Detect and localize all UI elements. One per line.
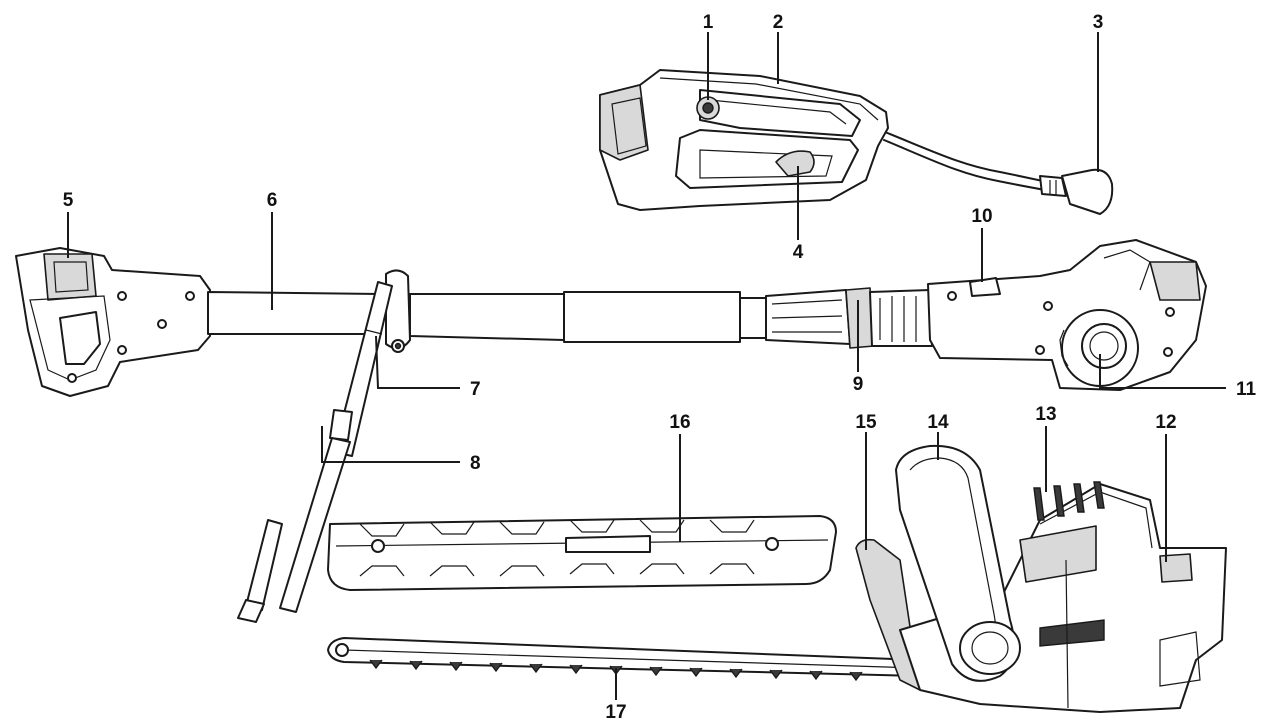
hedge-trimmer-head (327, 444, 1227, 713)
strap-rod (237, 281, 393, 623)
callout-6: 6 (267, 190, 278, 211)
plug-part (1039, 168, 1114, 215)
locking-collar (765, 287, 933, 349)
callout-11: 11 (1236, 379, 1257, 400)
callout-1: 1 (703, 12, 714, 33)
pole-head-left (15, 247, 211, 397)
leader-lines (67, 32, 1226, 700)
callout-14: 14 (927, 412, 949, 433)
pole-clamp (385, 269, 411, 353)
pole-head-right (927, 239, 1207, 391)
blade-guard (327, 515, 837, 591)
callout-9: 9 (853, 374, 864, 395)
callout-numbers: 1 2 3 4 5 6 7 8 9 10 11 12 13 14 15 16 1… (63, 12, 1257, 723)
callout-7: 7 (470, 379, 481, 400)
callout-3: 3 (1093, 12, 1104, 33)
telescopic-pole-unit (15, 239, 1207, 623)
callout-4: 4 (793, 242, 804, 263)
callout-16: 16 (669, 412, 690, 433)
callout-15: 15 (855, 412, 877, 433)
callout-5: 5 (63, 190, 74, 211)
callout-17: 17 (605, 702, 626, 723)
motor-handle-unit (599, 69, 1114, 215)
callout-8: 8 (470, 453, 481, 474)
callout-12: 12 (1155, 412, 1176, 433)
callout-13: 13 (1035, 404, 1056, 425)
callout-2: 2 (773, 12, 784, 33)
callout-10: 10 (971, 206, 992, 227)
